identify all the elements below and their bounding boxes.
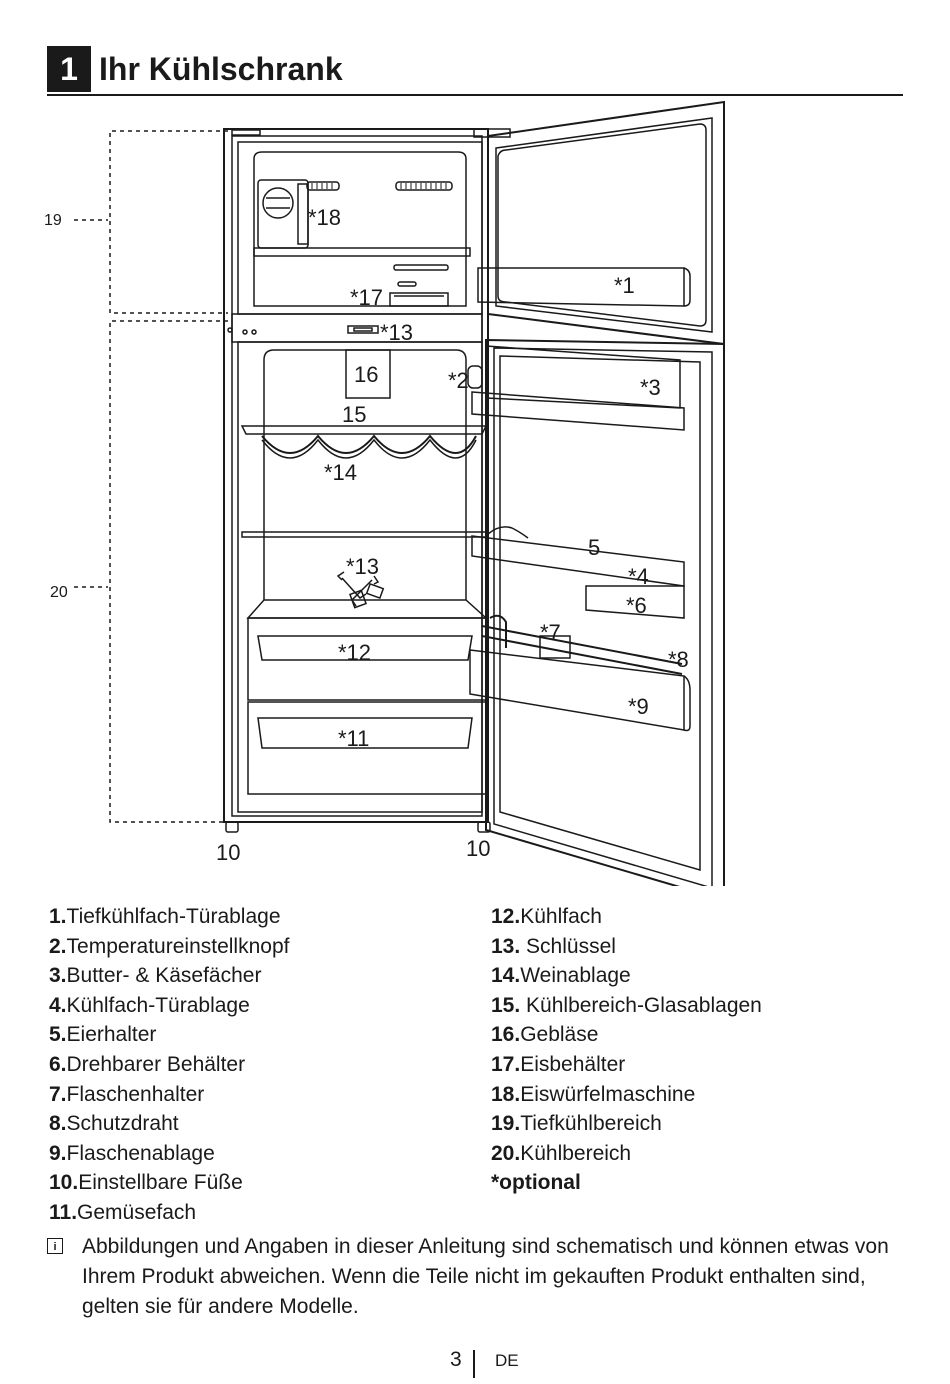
legend-item: 11.Gemüsefach (49, 1200, 197, 1224)
door-shelf (471, 535, 685, 587)
label-7: *7 (540, 620, 561, 645)
glass-shelf (240, 425, 488, 435)
label-12: *12 (338, 640, 371, 665)
legend-item: 4.Kühlfach-Türablage (49, 993, 250, 1017)
freezer-door (487, 100, 725, 346)
legend-item: 2.Temperatureinstellknopf (49, 934, 290, 958)
wine-rack (261, 434, 477, 454)
legend-item: 14.Weinablage (491, 964, 631, 988)
language-code: DE (495, 1351, 519, 1370)
legend-item: 3.Butter- & Käsefächer (49, 964, 262, 988)
legend-item: 15. Kühlbereich-Glasablagen (491, 993, 762, 1017)
optional-note: *optional (491, 1171, 581, 1195)
label-6: *6 (626, 593, 647, 618)
legend-item: 8.Schutzdraht (49, 1112, 179, 1136)
legend-item: 9.Flaschenablage (49, 1141, 215, 1165)
legend-item: 19.Tiefkühlbereich (491, 1112, 662, 1136)
label-13a: *13 (380, 320, 413, 345)
bracket-fridge (109, 320, 228, 823)
label-4: *4 (628, 564, 649, 589)
label-5: 5 (588, 535, 600, 560)
rotating-container (585, 585, 685, 619)
section-number: 1 (47, 46, 91, 92)
ice-maker (257, 179, 309, 249)
label-20: 20 (50, 584, 68, 601)
legend-item: 20.Kühlbereich (491, 1141, 632, 1165)
page-footer: 3 DE (0, 1348, 950, 1378)
info-note-text: Abbildungen und Angaben in dieser Anleit… (82, 1235, 889, 1318)
legend-right: 12.Kühlfach 13. Schlüssel 14.Weinablage … (491, 902, 762, 1198)
label-14: *14 (324, 460, 357, 485)
cabinet (223, 128, 489, 823)
legend-left: 1.Tiefkühlfach-Türablage 2.Temperaturein… (49, 902, 289, 1228)
bracket-freezer (109, 130, 228, 314)
label-1: *1 (614, 273, 635, 298)
label-3: *3 (640, 375, 661, 400)
label-17: *17 (350, 285, 383, 310)
info-note: i Abbildungen und Angaben in dieser Anle… (47, 1232, 907, 1322)
label-9: *9 (628, 694, 649, 719)
legend-item: 5.Eierhalter (49, 1023, 157, 1047)
legend-item: 12.Kühlfach (491, 905, 602, 928)
legend-item: 6.Drehbarer Behälter (49, 1052, 246, 1076)
guard-wire (481, 625, 683, 675)
info-icon: i (47, 1238, 63, 1254)
label-15: 15 (342, 402, 366, 427)
label-19: 19 (44, 212, 62, 229)
legend-item: 17.Eisbehälter (491, 1052, 626, 1076)
butter-compartment (471, 391, 685, 431)
legend-item: 10.Einstellbare Füße (49, 1171, 243, 1195)
section-title: Ihr Kühlschrank (99, 51, 343, 87)
bottle-shelf (469, 649, 685, 731)
label-16: 16 (354, 362, 378, 387)
fan (345, 349, 391, 399)
legend-item: 16.Gebläse (491, 1023, 599, 1047)
label-13b: *13 (346, 554, 379, 579)
label-2: *2 (448, 368, 469, 393)
footer-separator (473, 1350, 475, 1378)
label-10a: 10 (216, 840, 240, 865)
legend-item: 18.Eiswürfelmaschine (491, 1082, 696, 1106)
fridge-compartment (237, 341, 483, 813)
bottle-holder (539, 635, 571, 659)
legend-item: 7.Flaschenhalter (49, 1082, 205, 1106)
page-number: 3 (450, 1348, 462, 1371)
fridge-door (485, 338, 725, 886)
section-heading: 1 Ihr Kühlschrank (47, 46, 903, 96)
label-18: *18 (308, 205, 341, 230)
label-10b: 10 (466, 836, 490, 861)
fridge-diagram: 19 20 *18 *17 *13 16 *2 15 *14 *13 *12 *… (44, 100, 725, 886)
legend-item: 13. Schlüssel (491, 934, 616, 958)
freezer-door-shelf (477, 267, 685, 307)
label-8: *8 (668, 647, 689, 672)
label-11: *11 (338, 726, 369, 751)
legend-item: 1.Tiefkühlfach-Türablage (49, 905, 281, 928)
